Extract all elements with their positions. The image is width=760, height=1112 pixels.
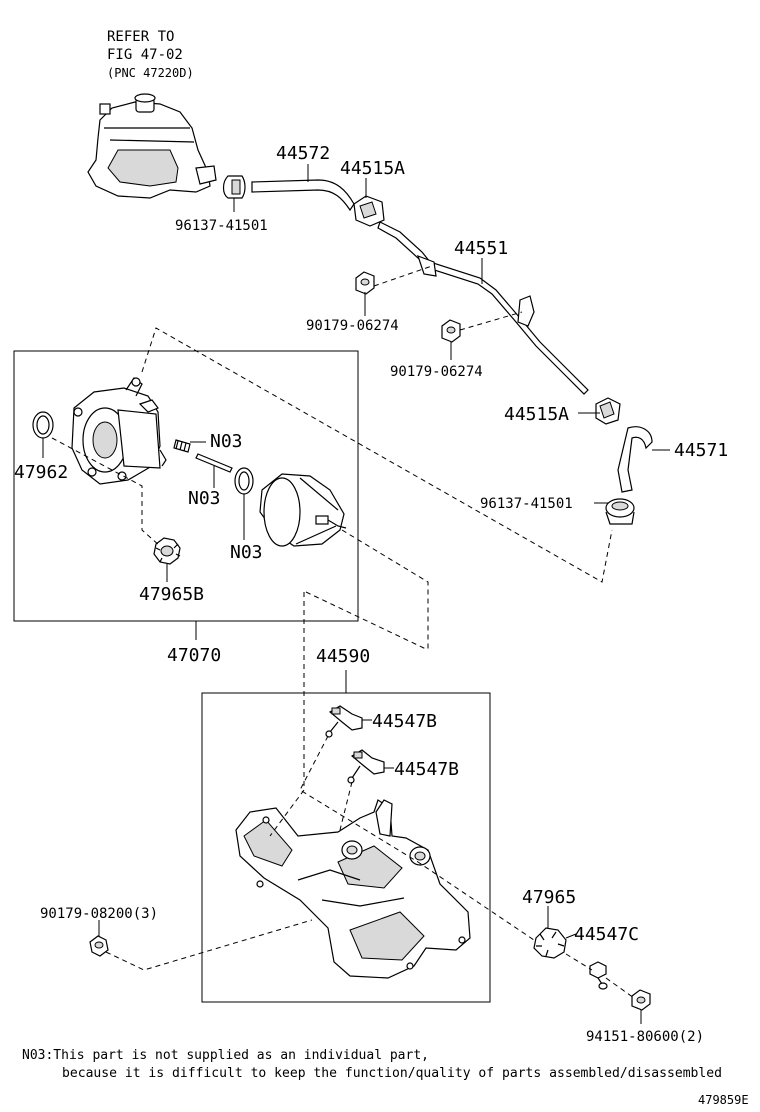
nut-90179-a <box>355 271 375 295</box>
label-44515A-top: 44515A <box>340 158 405 179</box>
n03-pin <box>195 453 233 473</box>
n03-spring <box>173 439 191 453</box>
refer-line-1: REFER TO <box>107 29 174 45</box>
bolt-44547C <box>589 961 608 990</box>
refer-line-2: FIG 47-02 <box>107 47 183 63</box>
label-47965B: 47965B <box>139 584 204 605</box>
refer-line-3: (PNC 47220D) <box>107 66 194 80</box>
figure-id: 479859E <box>698 1093 749 1107</box>
gear-47965 <box>533 927 567 959</box>
label-44547B-a: 44547B <box>372 711 437 732</box>
footnote-line-2: because it is difficult to keep the func… <box>62 1066 722 1081</box>
motor-cylinder <box>259 473 347 547</box>
nut-90179-b <box>441 319 461 343</box>
bushing-90179-08200 <box>89 935 109 957</box>
nut-94151 <box>631 989 651 1011</box>
leader-lines <box>42 164 670 1024</box>
label-44551: 44551 <box>454 238 508 259</box>
dashed-relations <box>51 265 635 999</box>
label-n03-a: N03 <box>210 431 243 452</box>
hose-44572 <box>251 179 355 212</box>
clamp-44515A-top <box>353 195 385 227</box>
hose-44571 <box>617 426 653 493</box>
label-90179-08200: 90179-08200(3) <box>40 906 158 922</box>
pump-bracket <box>235 799 471 979</box>
seal-47962 <box>32 411 54 439</box>
refer-note: REFER TO FIG 47-02 (PNC 47220D) <box>107 29 194 80</box>
label-90179-b: 90179-06274 <box>390 364 483 380</box>
sensor-44547B-b <box>347 749 385 784</box>
label-n03-b: N03 <box>188 488 221 509</box>
label-44547B-b: 44547B <box>394 759 459 780</box>
clamp-96137-mid <box>605 498 635 525</box>
label-96137-top: 96137-41501 <box>175 218 268 234</box>
assembly-box-47070 <box>13 350 359 622</box>
clamp-96137-top <box>222 175 246 199</box>
label-44515A-mid: 44515A <box>504 404 569 425</box>
label-96137-mid: 96137-41501 <box>480 496 573 512</box>
label-94151: 94151-80600(2) <box>586 1029 704 1045</box>
label-n03-c: N03 <box>230 542 263 563</box>
reservoir-tank <box>87 93 217 199</box>
label-44571: 44571 <box>674 440 728 461</box>
label-47070: 47070 <box>167 645 221 666</box>
label-90179-a: 90179-06274 <box>306 318 399 334</box>
label-44572: 44572 <box>276 143 330 164</box>
pump-body <box>71 377 167 485</box>
label-44590: 44590 <box>316 646 370 667</box>
clamp-44515A-mid <box>595 397 621 425</box>
label-47965: 47965 <box>522 887 576 908</box>
label-47962: 47962 <box>14 462 68 483</box>
gear-47965B <box>153 537 181 565</box>
label-44547C: 44547C <box>574 924 639 945</box>
pipe-44551 <box>377 221 589 395</box>
sensor-44547B-a <box>325 705 363 738</box>
footnote-line-1: N03:This part is not supplied as an indi… <box>22 1048 429 1063</box>
n03-oring <box>234 467 254 495</box>
